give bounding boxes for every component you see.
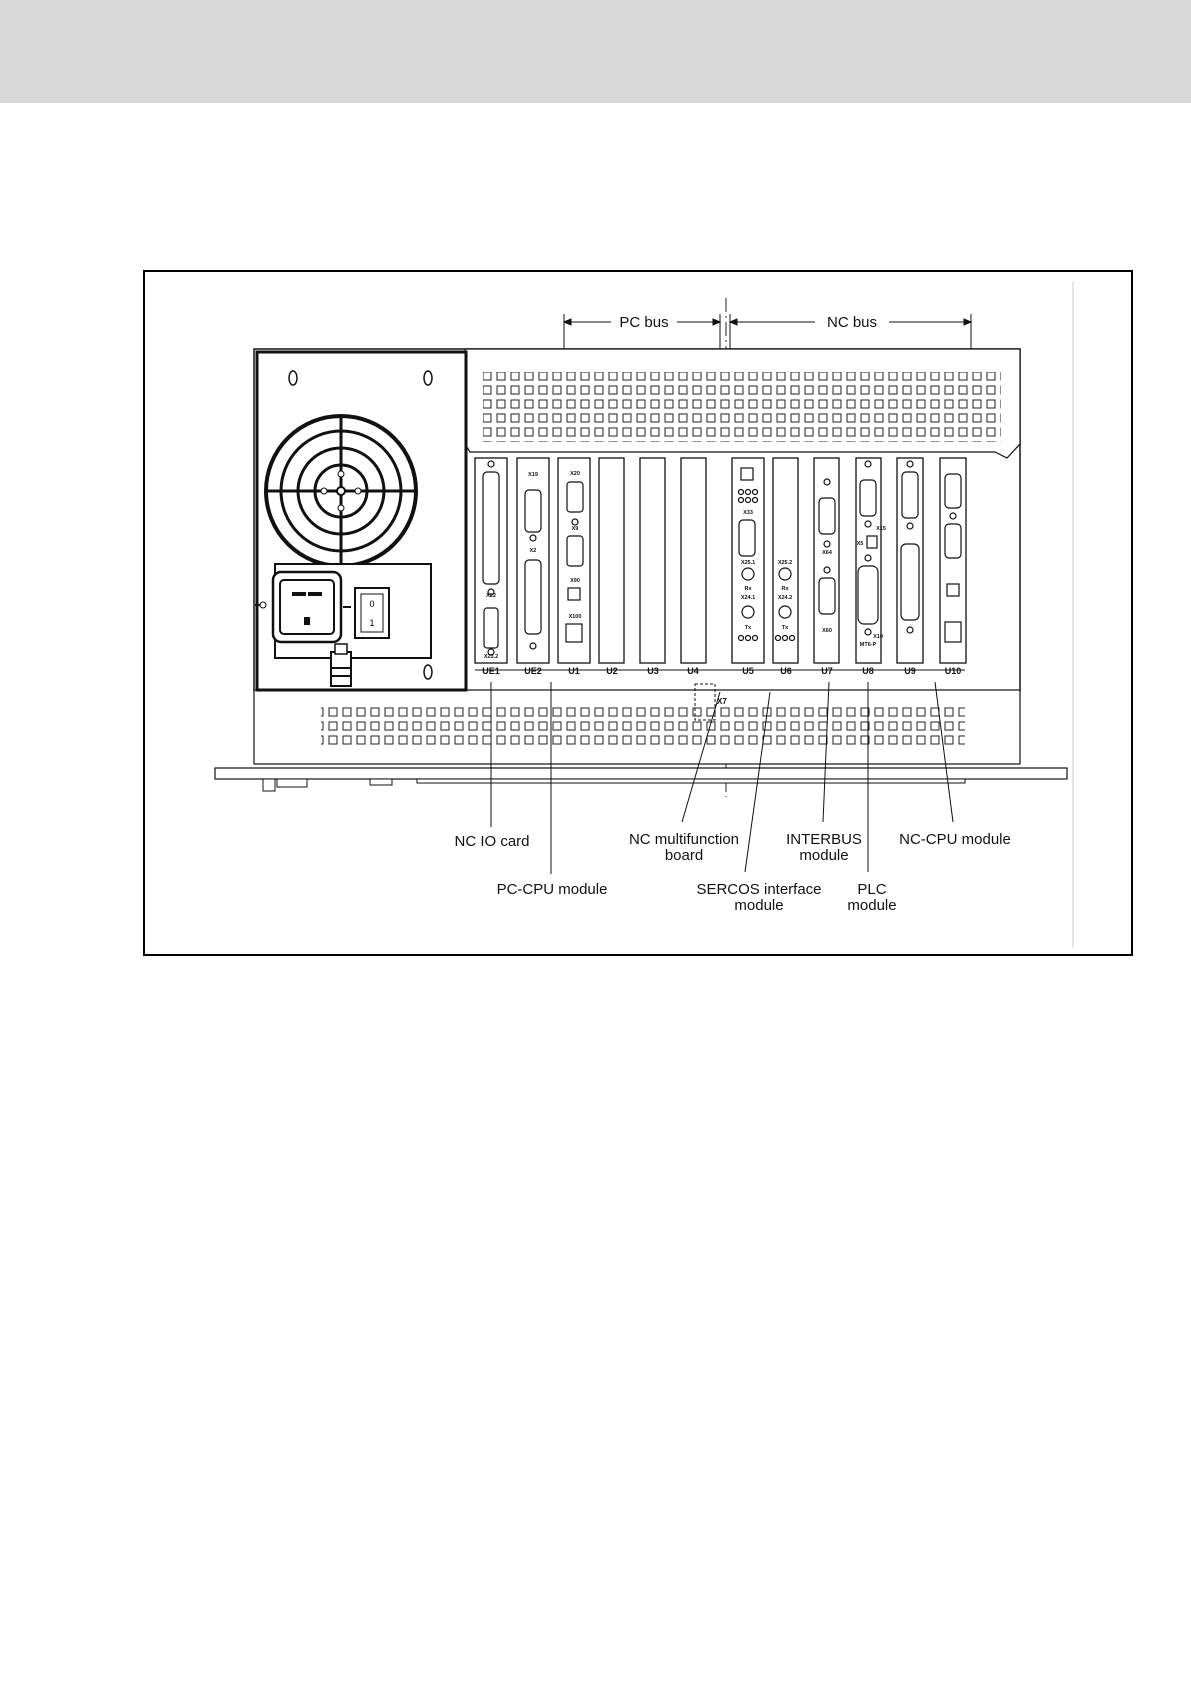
- callout-sercos-2: module: [734, 897, 783, 914]
- rx-label-u6: Rx: [781, 586, 789, 592]
- header-band: [0, 0, 1191, 103]
- x23-2-label: X23.2: [484, 654, 498, 660]
- u9-connectors: [901, 461, 919, 633]
- slot-label: U10: [945, 666, 962, 676]
- tx-label-u6: Tx: [782, 625, 789, 631]
- slot-label: U9: [904, 666, 916, 676]
- power-switch[interactable]: 0 1: [355, 588, 389, 638]
- callout-nc-io-card: NC IO card: [454, 833, 529, 850]
- callout-nc-multifunction-2: board: [665, 847, 703, 864]
- pc-bus-label: PC bus: [619, 314, 668, 331]
- slot-label: UE1: [482, 666, 500, 676]
- x60-label: X60: [822, 628, 832, 634]
- figure-frame: PC bus NC bus X7: [143, 270, 1133, 956]
- callout-pc-cpu: PC-CPU module: [497, 881, 608, 898]
- slot-label: UE2: [524, 666, 542, 676]
- top-vent-grid: [483, 372, 1001, 442]
- x19-label: X19: [528, 472, 538, 478]
- x9-label: X9: [572, 526, 579, 532]
- x25-2-label: X25.2: [778, 560, 792, 566]
- x24-2-label: X24.2: [778, 595, 792, 601]
- x90-label: X90: [570, 578, 580, 584]
- power-supply: 0 1: [255, 352, 466, 690]
- x22-label: X22: [486, 593, 496, 599]
- x20-label: X20: [570, 471, 580, 477]
- rack-diagram: PC bus NC bus X7: [145, 272, 1131, 954]
- slot-label: U5: [742, 666, 754, 676]
- switch-top-label: 0: [369, 599, 374, 609]
- slot-label: U6: [780, 666, 792, 676]
- x2-label: X2: [530, 548, 537, 554]
- nc-bus-label: NC bus: [827, 314, 877, 331]
- switch-bottom-label: 1: [369, 618, 374, 628]
- callout-sercos: SERCOS interface: [696, 881, 821, 898]
- callout-plc-2: module: [847, 897, 896, 914]
- x100-label: X100: [569, 614, 582, 620]
- slot-label: U2: [606, 666, 618, 676]
- rx-label-u5: Rx: [744, 586, 752, 592]
- fan-icon: [266, 416, 416, 566]
- x15-label: X15: [876, 526, 886, 532]
- slot-label: U7: [821, 666, 833, 676]
- ue2-connectors: [525, 490, 541, 649]
- slot-label: U1: [568, 666, 580, 676]
- x5-label: X5: [857, 541, 864, 547]
- x33-label: X33: [743, 510, 753, 516]
- callout-interbus: INTERBUS: [786, 831, 862, 848]
- x25-1-label: X25.1: [741, 560, 755, 566]
- slot-label: U4: [687, 666, 699, 676]
- callout-plc: PLC: [857, 881, 886, 898]
- slot-label: U8: [862, 666, 874, 676]
- x24-1-label: X24.1: [741, 595, 755, 601]
- callout-interbus-2: module: [799, 847, 848, 864]
- x10-label: X10: [873, 634, 883, 640]
- mt6p-label: MT6-P: [860, 642, 877, 648]
- tx-label-u5: Tx: [745, 625, 752, 631]
- callout-nc-cpu: NC-CPU module: [899, 831, 1011, 848]
- slot-label: U3: [647, 666, 659, 676]
- callout-nc-multifunction: NC multifunction: [629, 831, 739, 848]
- ue1-connectors: [483, 461, 499, 655]
- x64-label: X64: [822, 550, 833, 556]
